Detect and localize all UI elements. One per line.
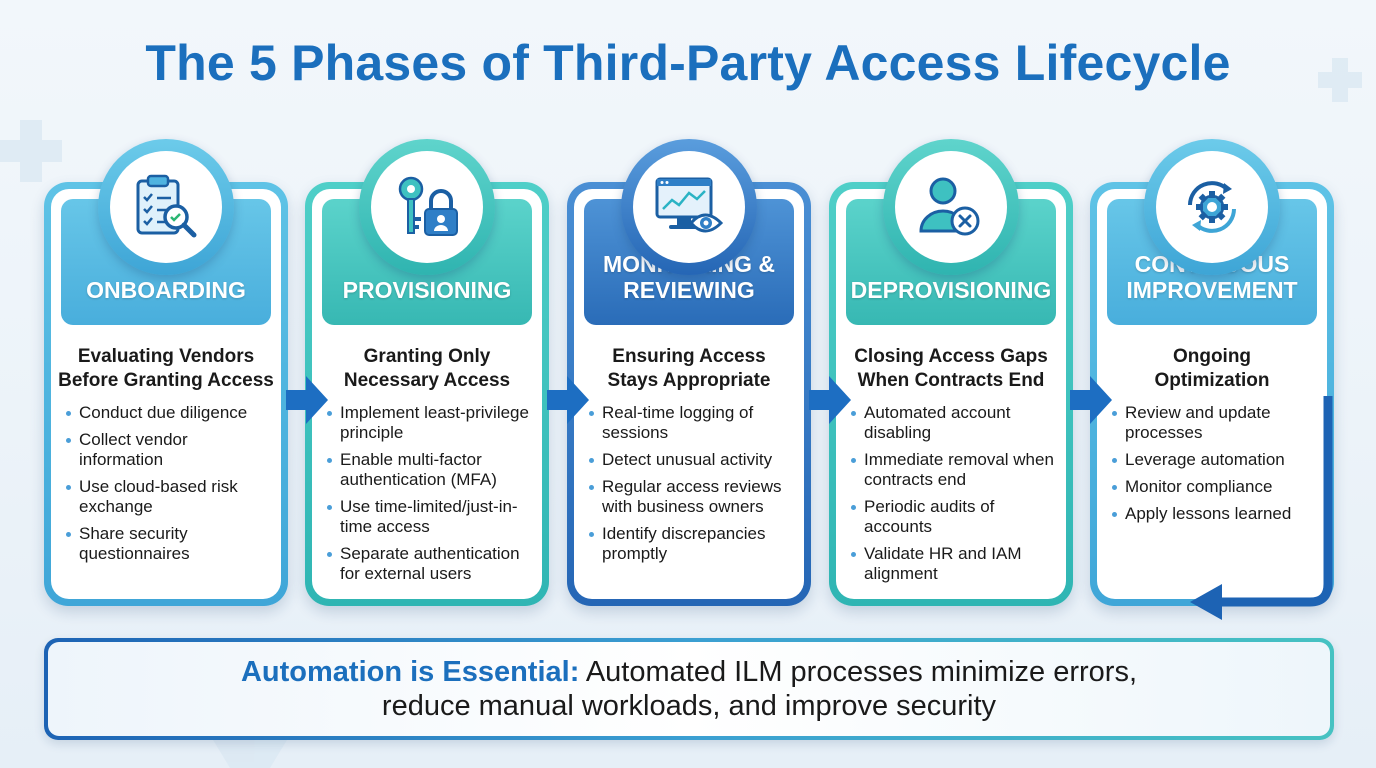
icon-badge — [359, 139, 495, 275]
list-item: Use cloud-based risk exchange — [65, 477, 273, 517]
list-item: Identify discrepancies promptly — [588, 524, 796, 564]
phase-header-label: PROVISIONING — [342, 277, 512, 303]
phase-subtitle: Closing Access Gaps When Contracts End — [854, 346, 1048, 391]
phase-card-provisioning: PROVISIONING Granting Only Necessary Acc… — [305, 139, 549, 606]
list-item: Enable multi-factor authentication (MFA) — [326, 450, 534, 490]
flow-arrow-icon — [547, 376, 589, 424]
icon-badge — [1144, 139, 1280, 275]
phase-subtitle: Ongoing Optimization — [1154, 346, 1270, 391]
phase-bullet-list: Automated account disabling Immediate re… — [850, 403, 1058, 591]
phase-subtitle: Ensuring Access Stays Appropriate — [607, 346, 771, 391]
automation-banner: Automation is Essential: Automated ILM p… — [44, 638, 1334, 740]
key-lock-icon — [398, 176, 458, 236]
banner-line-1: Automation is Essential: Automated ILM p… — [241, 655, 1137, 689]
icon-badge — [883, 139, 1019, 275]
gear-cycle-icon — [1188, 181, 1236, 233]
flow-arrow-icon — [809, 376, 851, 424]
flow-arrow-icon — [286, 376, 328, 424]
phase-bullet-list: Real-time logging of sessions Detect unu… — [588, 403, 796, 571]
flow-arrow-icon — [1070, 376, 1112, 424]
list-item: Use time-limited/just-in-time access — [326, 497, 534, 537]
list-item: Separate authentication for external use… — [326, 544, 534, 584]
list-item: Detect unusual activity — [588, 450, 796, 470]
list-item: Monitor compliance — [1111, 477, 1319, 497]
list-item: Conduct due diligence — [65, 403, 273, 423]
phase-bullet-list: Review and update processes Leverage aut… — [1111, 403, 1319, 531]
phase-bullet-list: Conduct due diligence Collect vendor inf… — [65, 403, 273, 571]
icon-badge — [98, 139, 234, 275]
phase-bullet-list: Implement least-privilege principle Enab… — [326, 403, 534, 591]
phase-subtitle: Evaluating Vendors Before Granting Acces… — [58, 346, 274, 391]
phase-card-deprovisioning: DEPROVISIONING Closing Access Gaps When … — [829, 139, 1073, 606]
phase-card-onboarding: ONBOARDING Evaluating Vendors Before Gra… — [44, 139, 288, 606]
banner-lead: Automation is Essential: — [240, 656, 580, 688]
phase-subtitle: Granting Only Necessary Access — [343, 346, 511, 391]
phase-header-label: ONBOARDING — [86, 277, 246, 303]
list-item: Apply lessons learned — [1111, 504, 1319, 524]
list-item: Collect vendor information — [65, 430, 273, 470]
user-remove-icon — [919, 177, 980, 236]
banner-line-2: reduce manual workloads, and improve sec… — [381, 690, 997, 722]
phase-card-monitoring: MONITORING & REVIEWING Ensuring Access — [567, 139, 811, 606]
phase-card-continuous-improvement: CONTINUOUS IMPROVEMENT — [1090, 139, 1334, 606]
list-item: Immediate removal when contracts end — [850, 450, 1058, 490]
banner-line-1-text: Automated ILM processes minimize errors, — [579, 656, 1138, 688]
monitor-eye-icon — [655, 177, 724, 233]
clipboard-search-icon — [136, 174, 197, 238]
list-item: Validate HR and IAM alignment — [850, 544, 1058, 584]
list-item: Regular access reviews with business own… — [588, 477, 796, 517]
phase-header-label: DEPROVISIONING — [850, 277, 1052, 303]
list-item: Leverage automation — [1111, 450, 1319, 470]
list-item: Automated account disabling — [850, 403, 1058, 443]
list-item: Real-time logging of sessions — [588, 403, 796, 443]
list-item: Implement least-privilege principle — [326, 403, 534, 443]
icon-badge — [621, 139, 757, 275]
list-item: Periodic audits of accounts — [850, 497, 1058, 537]
page-title: The 5 Phases of Third-Party Access Lifec… — [145, 35, 1231, 91]
loop-back-arrow-icon — [1190, 396, 1333, 620]
list-item: Review and update processes — [1111, 403, 1319, 443]
list-item: Share security questionnaires — [65, 524, 273, 564]
